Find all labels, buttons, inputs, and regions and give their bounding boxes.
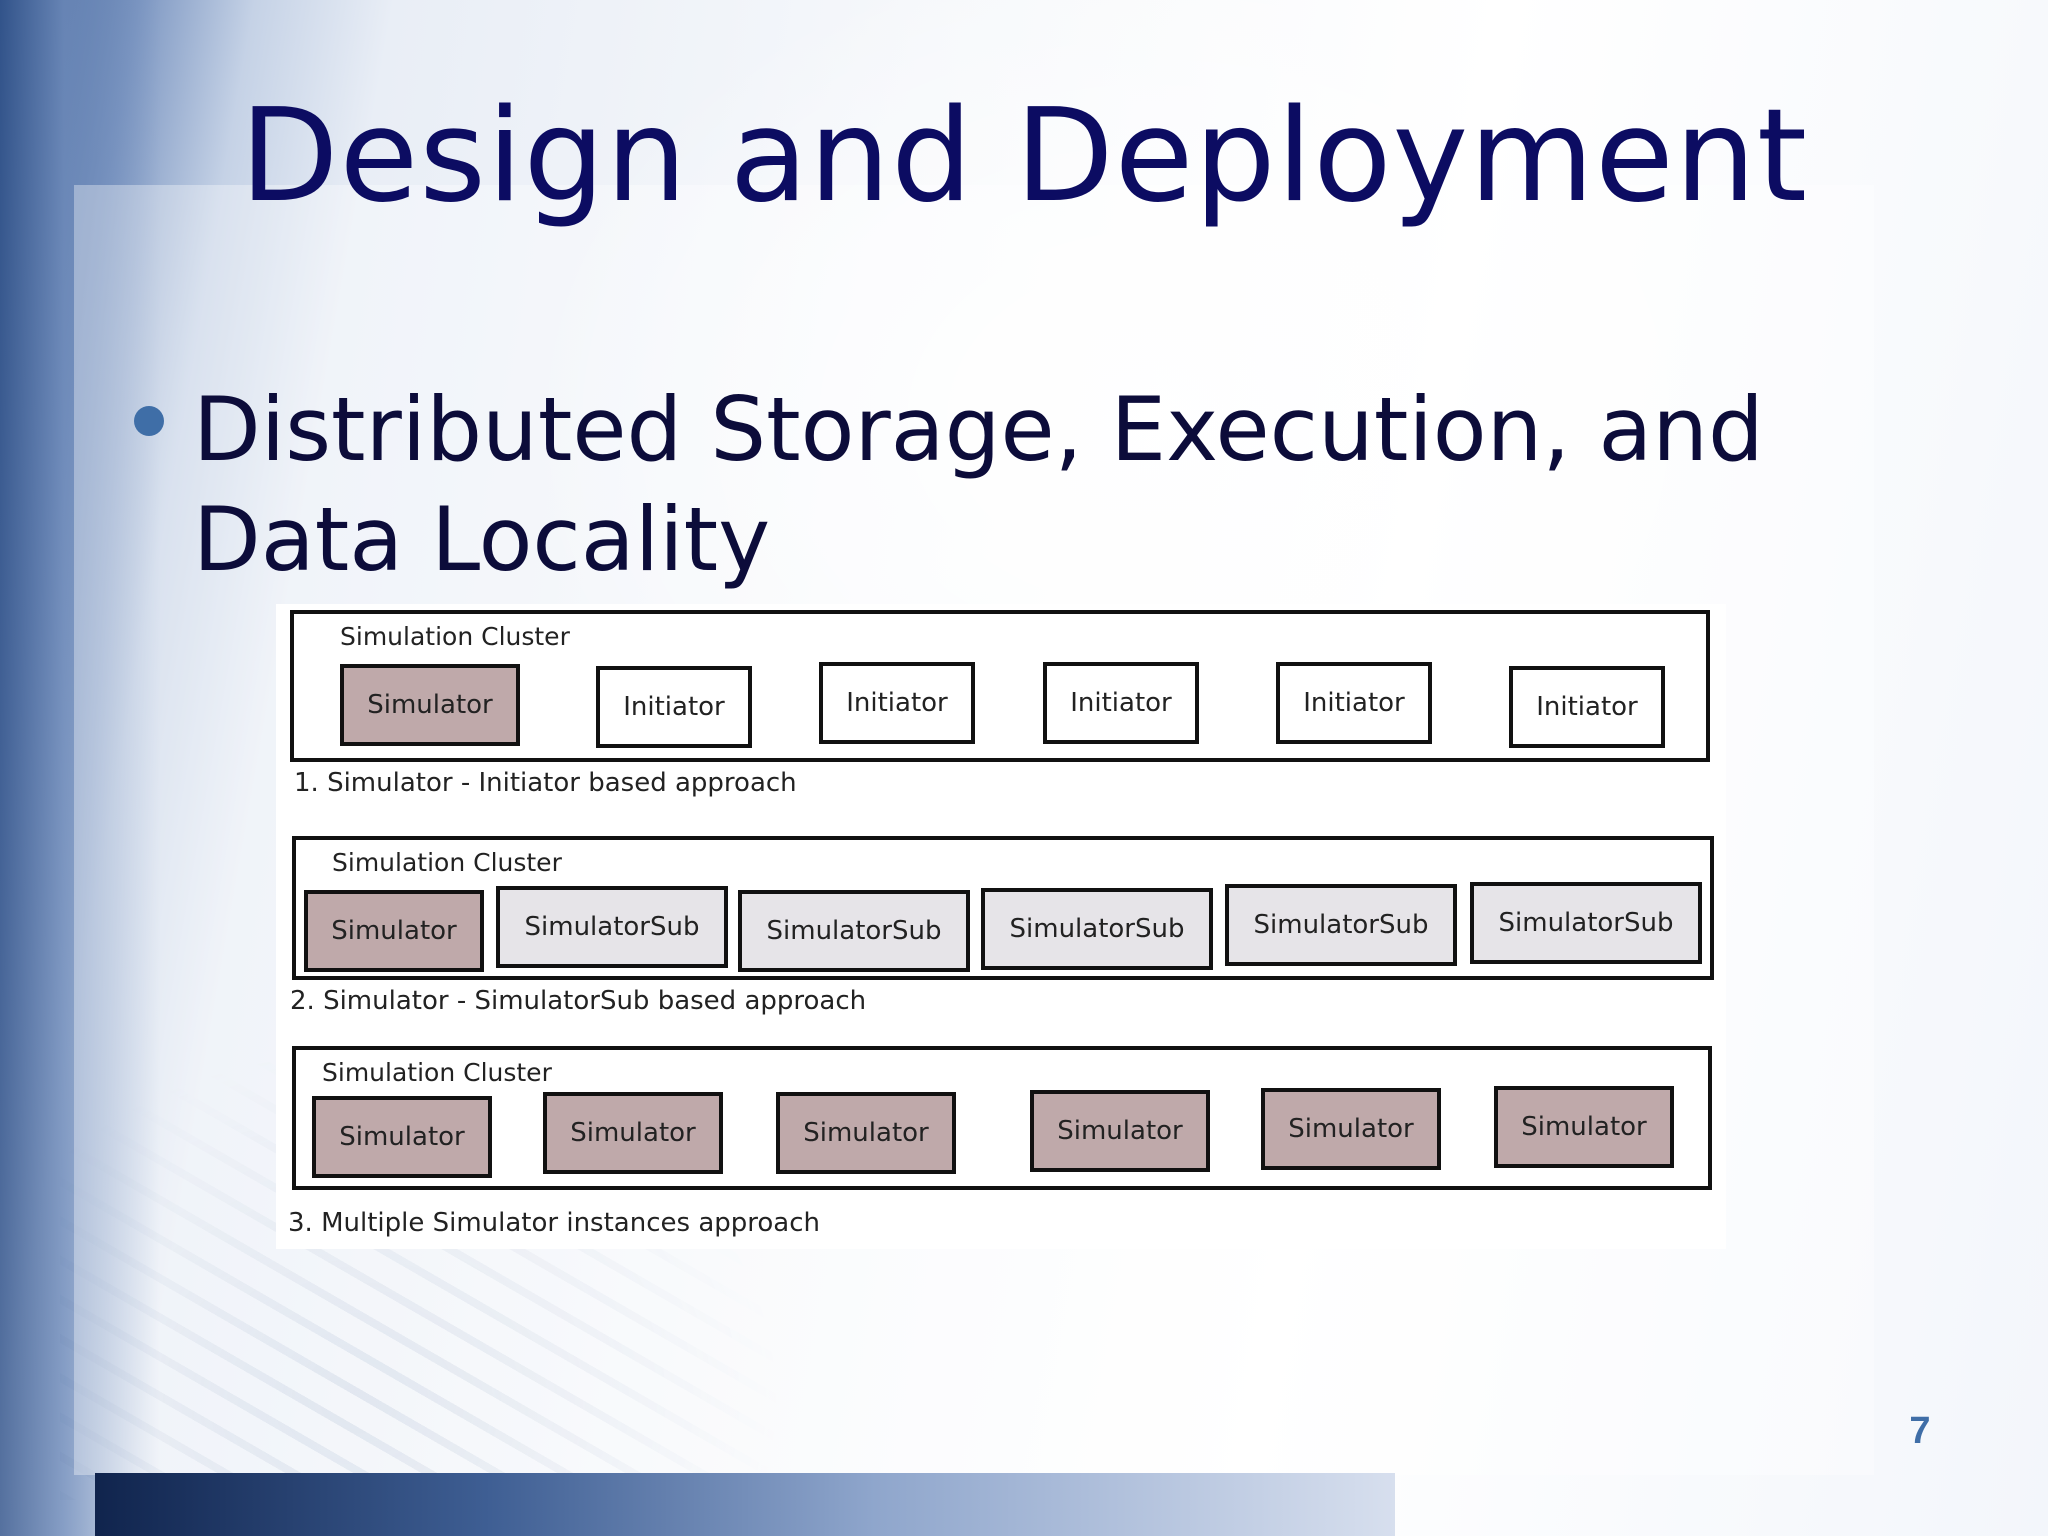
caption-1: 1. Simulator - Initiator based approach [294,768,797,798]
simulator-node: Simulator [340,664,520,746]
simulator-sub-node: SimulatorSub [1225,884,1457,966]
background-left-gradient [0,0,160,1536]
initiator-node: Initiator [1276,662,1432,744]
simulator-node: Simulator [1030,1090,1210,1172]
simulator-sub-node: SimulatorSub [981,888,1213,970]
page-number: 7 [1909,1410,1931,1452]
initiator-node: Initiator [819,662,975,744]
simulator-node: Simulator [1261,1088,1441,1170]
architecture-diagram: Simulation Cluster Simulator Initiator I… [276,604,1726,1249]
cluster-box-1 [290,610,1710,762]
cluster-label-3: Simulation Cluster [322,1058,552,1087]
bottom-band [95,1473,1395,1536]
simulator-sub-node: SimulatorSub [1470,882,1702,964]
bullet-dot-icon [134,406,164,436]
simulator-sub-node: SimulatorSub [738,890,970,972]
caption-2: 2. Simulator - SimulatorSub based approa… [290,986,867,1016]
bullet-text: Distributed Storage, Execution, and Data… [193,378,1764,591]
cluster-label-1: Simulation Cluster [340,622,570,651]
simulator-node: Simulator [1494,1086,1674,1168]
initiator-node: Initiator [1043,662,1199,744]
simulator-node: Simulator [312,1096,492,1178]
simulator-node: Simulator [304,890,484,972]
caption-3: 3. Multiple Simulator instances approach [288,1208,820,1238]
simulator-node: Simulator [776,1092,956,1174]
simulator-sub-node: SimulatorSub [496,886,728,968]
simulator-node: Simulator [543,1092,723,1174]
cluster-box-3 [292,1046,1712,1190]
cluster-label-2: Simulation Cluster [332,848,562,877]
slide-title: Design and Deployment [239,82,1809,231]
initiator-node: Initiator [596,666,752,748]
initiator-node: Initiator [1509,666,1665,748]
